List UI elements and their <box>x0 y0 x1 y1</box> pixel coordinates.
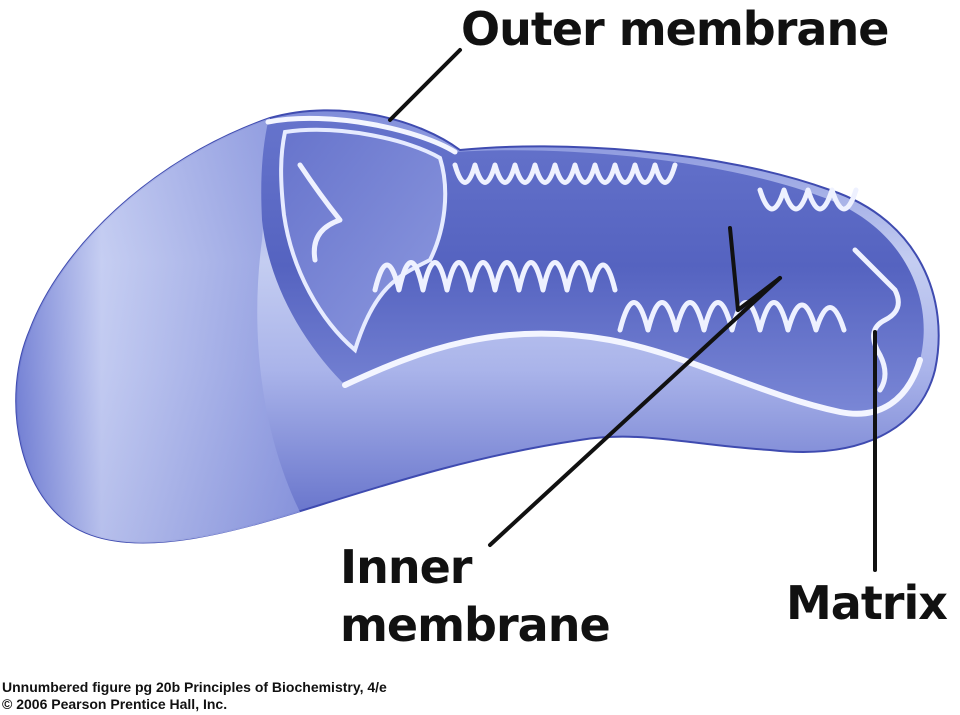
leader-line-inner-membrane-branch-a <box>728 226 740 312</box>
label-inner-membrane-line1: Inner <box>340 540 472 594</box>
outer-membrane-cut-edge-top <box>265 115 458 155</box>
label-inner-membrane-line2: membrane <box>340 598 611 652</box>
label-matrix: Matrix <box>786 576 948 630</box>
leader-lines <box>388 48 877 572</box>
leader-line-inner-membrane <box>488 276 782 547</box>
label-inner-membrane: Inner membrane <box>340 538 611 654</box>
figure-caption-title: Unnumbered figure pg 20b Principles of B… <box>2 679 387 695</box>
cristae <box>297 162 901 393</box>
leader-line-outer-membrane <box>388 48 462 122</box>
leader-line-inner-membrane-branch-b <box>736 276 782 312</box>
label-outer-membrane: Outer membrane <box>461 2 889 56</box>
figure-caption-copyright: © 2006 Pearson Prentice Hall, Inc. <box>2 696 228 712</box>
outer-membrane-end-cap <box>16 118 300 543</box>
inner-membrane-face <box>279 127 448 354</box>
